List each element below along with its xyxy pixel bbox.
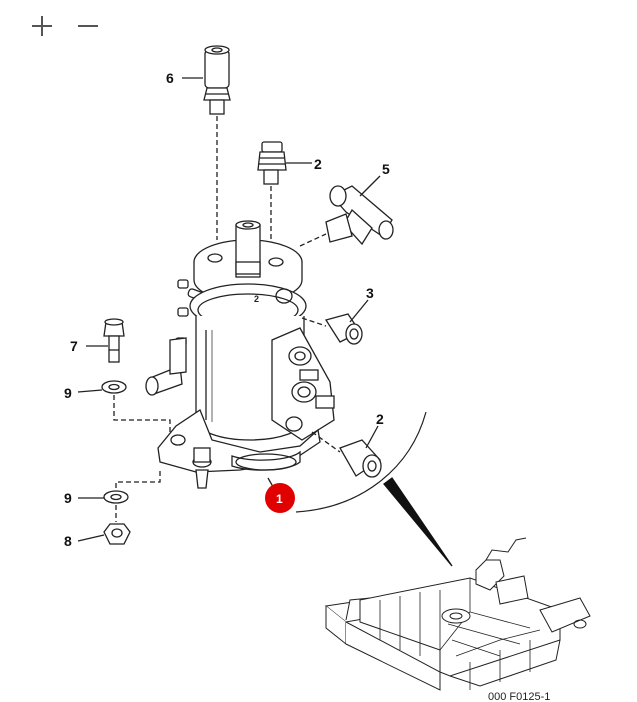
main-housing[interactable]: 2	[145, 220, 335, 489]
callout-9-upper[interactable]: 9	[64, 385, 72, 401]
housing-mark-text: 2	[254, 294, 259, 304]
part-2-fitting-bottom[interactable]	[311, 431, 382, 478]
callout-2-bottom[interactable]: 2	[376, 411, 384, 427]
part-6-fitting[interactable]	[203, 45, 231, 240]
part-2-fitting-top[interactable]	[257, 141, 287, 250]
location-inset-frame	[324, 537, 591, 691]
callout-labels: 6 2 5 3 7 9 2 9 8	[64, 70, 390, 549]
part-7-bolt[interactable]	[103, 318, 125, 363]
zoom-toolbar	[30, 14, 100, 38]
zoom-out-button[interactable]	[76, 14, 100, 38]
part-8-nut[interactable]	[103, 505, 131, 545]
zoom-in-button[interactable]	[30, 14, 54, 38]
selected-part-marker-label: 1	[276, 492, 283, 506]
part-9-washer-upper[interactable]	[101, 380, 171, 432]
part-5-tee-fitting[interactable]	[299, 185, 394, 247]
callout-5[interactable]: 5	[382, 161, 390, 177]
callout-3[interactable]: 3	[366, 285, 374, 301]
selected-part-marker[interactable]: 1	[265, 483, 295, 513]
callout-6[interactable]: 6	[166, 70, 174, 86]
callout-8[interactable]: 8	[64, 533, 72, 549]
drawing-number: 000 F0125-1	[488, 691, 550, 702]
callout-7[interactable]: 7	[70, 338, 78, 354]
callout-2-top[interactable]: 2	[314, 156, 322, 172]
detail-callout	[295, 411, 453, 567]
callout-9-lower[interactable]: 9	[64, 490, 72, 506]
part-9-washer-lower[interactable]	[103, 470, 161, 504]
